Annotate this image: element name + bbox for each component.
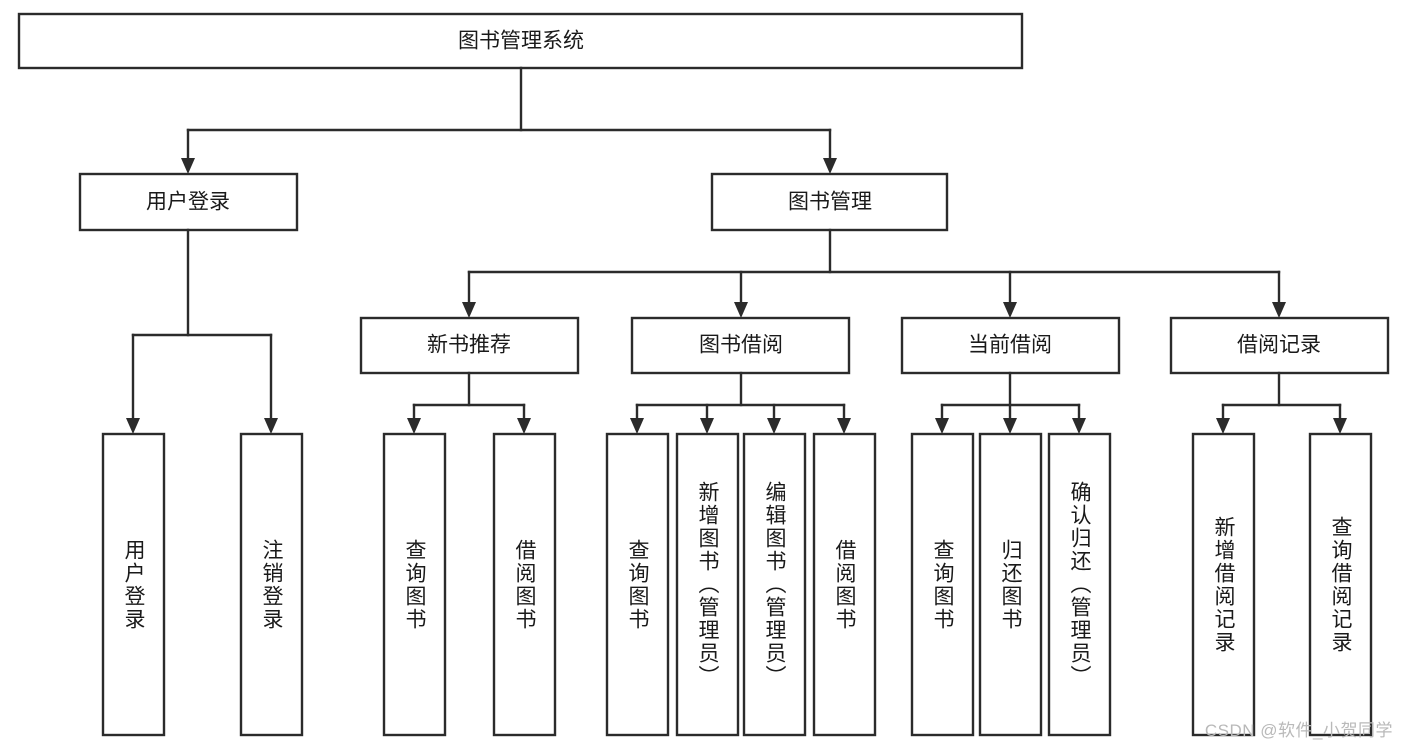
leaf-box-cb-confirm-return[interactable]: [1047, 432, 1112, 737]
leaf-box-br-query-record[interactable]: [1308, 432, 1373, 737]
node-borrow-record-box[interactable]: [1169, 316, 1390, 375]
arrowhead-leaf-user-login: [126, 418, 140, 434]
leaf-box-logout[interactable]: [239, 432, 304, 737]
leaf-box-bb-borrow-book[interactable]: [812, 432, 877, 737]
arrowhead-leaf-logout: [264, 418, 278, 434]
arrowhead-book-borrow: [734, 302, 748, 318]
leaf-box-bb-edit-book[interactable]: [742, 432, 807, 737]
arrowhead-bb-leaf-2: [700, 418, 714, 434]
arrowhead-br-leaf-2: [1333, 418, 1347, 434]
node-book-borrow-label: 图书借阅: [699, 334, 783, 357]
leaf-box-cb-return-book[interactable]: [978, 432, 1043, 737]
arrowhead-current-borrow: [1003, 302, 1017, 318]
leaf-box-nbr-borrow-book[interactable]: [492, 432, 557, 737]
arrowhead-user-login: [181, 158, 195, 174]
leaf-box-cb-query-book[interactable]: [910, 432, 975, 737]
node-user-login-label: 用户登录: [146, 191, 230, 214]
arrowhead-book-manage: [823, 158, 837, 174]
arrowhead-new-book-recommend: [462, 302, 476, 318]
node-current-borrow-box[interactable]: [900, 316, 1121, 375]
arrowhead-cb-leaf-2: [1003, 418, 1017, 434]
watermark-text: CSDN @软件_小贺同学: [1204, 721, 1393, 740]
node-book-manage-label: 图书管理: [788, 191, 872, 214]
node-new-book-recommend-box[interactable]: [359, 316, 580, 375]
arrowhead-nbr-leaf-1: [407, 418, 421, 434]
arrowhead-bb-leaf-4: [837, 418, 851, 434]
leaf-box-br-add-record[interactable]: [1191, 432, 1256, 737]
node-current-borrow-label: 当前借阅: [968, 334, 1052, 357]
arrowhead-cb-leaf-3: [1072, 418, 1086, 434]
node-book-manage-box[interactable]: [710, 172, 949, 232]
leaf-box-nbr-query-book[interactable]: [382, 432, 447, 737]
arrowhead-bb-leaf-1: [630, 418, 644, 434]
node-borrow-record-label: 借阅记录: [1237, 334, 1321, 357]
arrowhead-bb-leaf-3: [767, 418, 781, 434]
node-new-book-recommend-label: 新书推荐: [427, 334, 511, 357]
arrowhead-borrow-record: [1272, 302, 1286, 318]
arrowhead-cb-leaf-1: [935, 418, 949, 434]
node-root-label: 图书管理系统: [458, 30, 584, 53]
node-book-borrow-box[interactable]: [630, 316, 851, 375]
leaf-box-bb-add-book[interactable]: [675, 432, 740, 737]
leaf-box-bb-query-book[interactable]: [605, 432, 670, 737]
arrowhead-br-leaf-1: [1216, 418, 1230, 434]
leaf-box-user-login[interactable]: [101, 432, 166, 737]
arrowhead-nbr-leaf-2: [517, 418, 531, 434]
node-root-box[interactable]: [17, 12, 1024, 70]
